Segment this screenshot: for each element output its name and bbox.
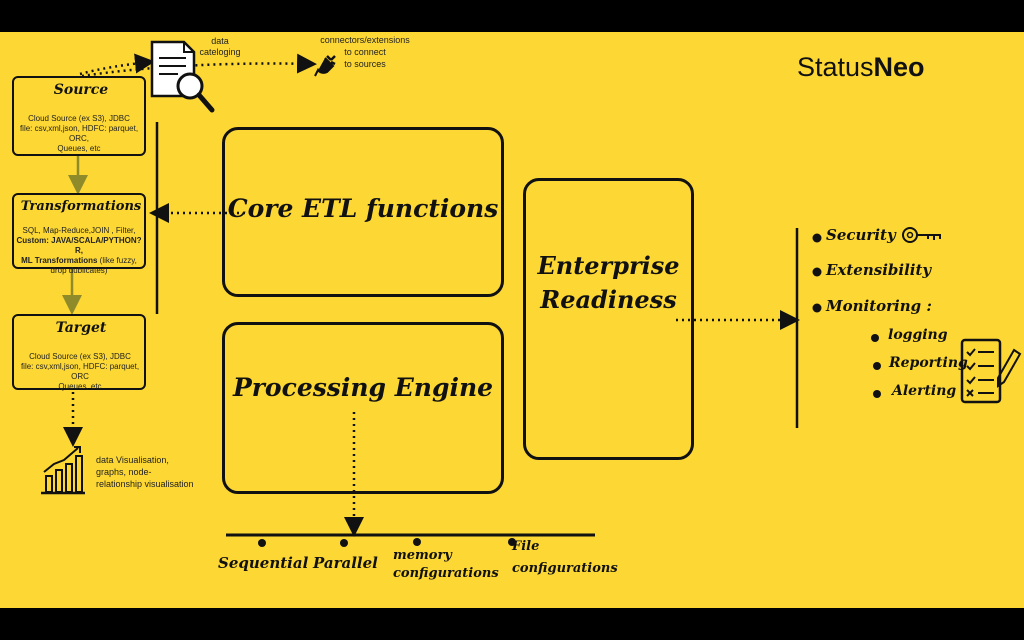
timeline-dot-parallel [340, 539, 348, 547]
timeline-dot-file [508, 538, 516, 546]
statusneo-logo: StatusNeo [797, 52, 925, 82]
connectors-label: connectors/extensions to connect to sour… [320, 35, 410, 69]
transformations-text: SQL, Map-Reduce,JOIN , Filter, Custom: J… [16, 226, 142, 275]
checklist-icon [960, 338, 1022, 404]
source-box: Source Cloud Source (ex S3), JDBC file: … [12, 76, 146, 156]
feature-security: Security [826, 226, 896, 244]
timeline-dot-memory [413, 538, 421, 546]
processing-engine-box: Processing Engine [222, 322, 504, 494]
mode-file: File configurations [512, 539, 618, 576]
mode-sequential: Sequential [218, 554, 309, 572]
monitor-reporting: Reporting [889, 355, 968, 371]
bullet-extensibility [812, 267, 822, 277]
plug-icon [314, 55, 336, 77]
mode-parallel: Parallel [313, 554, 378, 572]
processing-engine-title: Processing Engine [232, 373, 494, 402]
catalog-label: data cateloging [199, 36, 241, 57]
letterbox-bottom [0, 608, 1024, 640]
bullet-monitoring [812, 303, 822, 313]
target-title: Target [55, 320, 107, 336]
core-etl-box: Core ETL functions [222, 127, 504, 297]
monitor-logging: logging [888, 327, 948, 343]
source-title: Source [53, 82, 109, 98]
bullet-logging [871, 334, 879, 342]
bullet-alerting [873, 390, 881, 398]
mode-memory: memory configurations [393, 548, 499, 581]
bullet-reporting [873, 362, 881, 370]
connector-lines [62, 53, 881, 547]
target-box: Target Cloud Source (ex S3), JDBC file: … [12, 314, 146, 391]
transformations-title: Transformations [20, 199, 142, 214]
document-search-icon [150, 40, 215, 113]
enterprise-readiness-box: Enterprise Readiness [523, 178, 694, 460]
key-icon [902, 227, 941, 243]
source-to-catalog-line [79, 53, 155, 76]
feature-monitoring: Monitoring : [826, 297, 932, 315]
growth-chart-icon [41, 446, 85, 495]
enterprise-readiness-title: Enterprise Readiness [537, 251, 680, 314]
target-text: Cloud Source (ex S3), JDBC file: csv,xml… [20, 352, 140, 391]
visualisation-label: data Visualisation, graphs, node- relati… [96, 455, 194, 489]
feature-extensibility: Extensibility [826, 261, 932, 279]
bullet-security [812, 233, 822, 243]
diagram-canvas: data cateloging connectors/extensions to… [0, 32, 1024, 608]
transformations-box: Transformations SQL, Map-Reduce,JOIN , F… [12, 193, 146, 275]
core-etl-title: Core ETL functions [227, 194, 499, 223]
timeline-dot-sequential [258, 539, 266, 547]
source-text: Cloud Source (ex S3), JDBC file: csv,xml… [19, 114, 139, 153]
monitor-alerting: Alerting [892, 383, 957, 399]
letterbox-top [0, 0, 1024, 32]
